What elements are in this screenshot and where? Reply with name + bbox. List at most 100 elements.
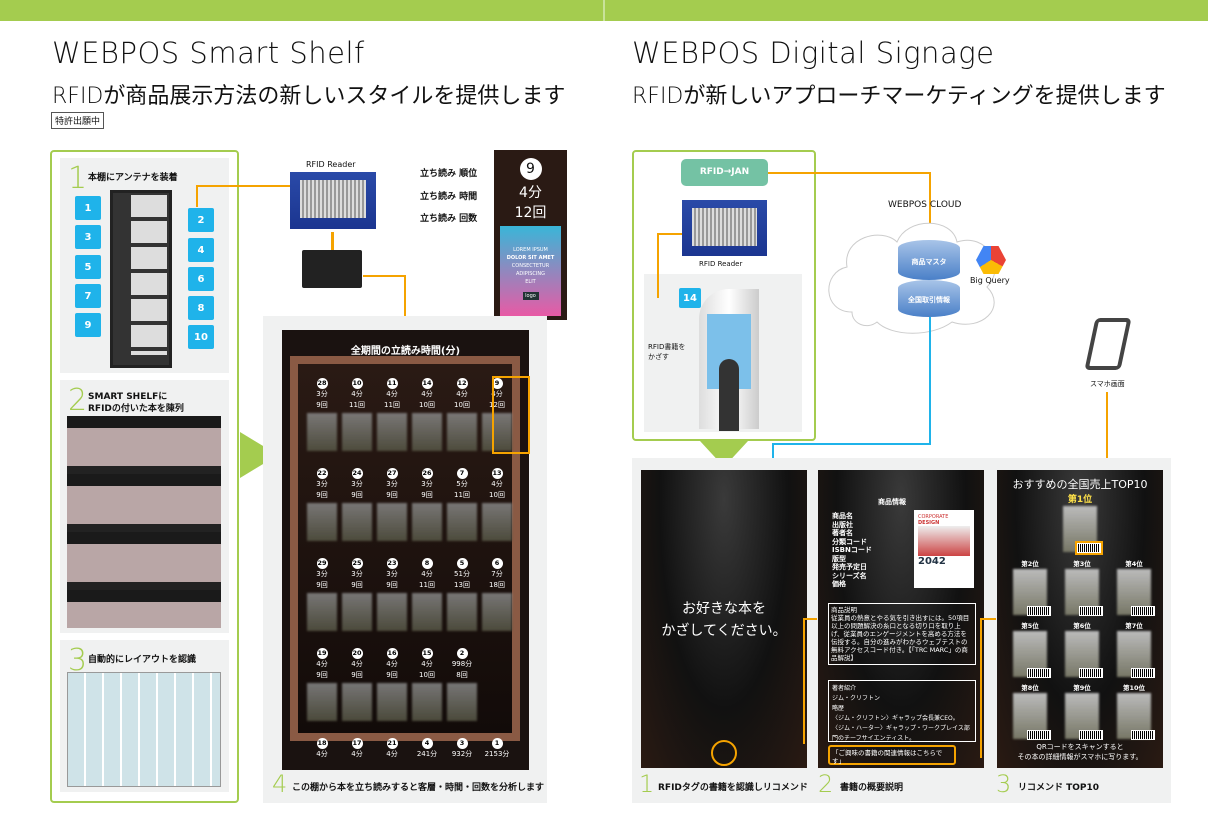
hold-here-indicator[interactable] <box>711 740 737 766</box>
read-time: 4分 <box>491 390 503 398</box>
rank-badge: 23 <box>386 558 398 569</box>
connector-line <box>657 233 682 235</box>
rank-badge: 18 <box>316 738 328 749</box>
top10-item[interactable]: 第2位 <box>1007 558 1053 616</box>
read-time: 4分 <box>456 390 468 398</box>
step-number: 3 <box>68 643 88 678</box>
barcode-icon <box>1027 606 1051 616</box>
barcode-icon <box>1079 668 1103 678</box>
barcode-icon <box>1075 541 1103 555</box>
rank-badge: 3 <box>456 738 468 749</box>
smart-shelf-photo <box>67 416 221 628</box>
patent-badge: 特許出願中 <box>51 112 105 129</box>
step-number: 3 <box>996 770 1012 798</box>
step-number: 2 <box>68 383 88 418</box>
count-value: 12回 <box>514 205 547 221</box>
rank-badge: 20 <box>351 648 363 659</box>
author-info: 著者紹介ジム・クリフトン略歴〈ジム・クリフトン〉ギャラップ会長兼CEO。〈ジム・… <box>828 680 976 742</box>
screen-1: お好きな本をかざしてください。 <box>641 470 807 768</box>
read-count: 8回 <box>456 671 468 679</box>
rank-badge: 26 <box>421 468 433 479</box>
highlight-box <box>492 376 530 454</box>
barcode-icon <box>1131 668 1155 678</box>
reader-panel <box>632 150 816 441</box>
top10-item[interactable]: 第4位 <box>1111 558 1157 616</box>
book-cover <box>307 593 337 631</box>
step-number: 2 <box>818 770 834 798</box>
top10-item[interactable]: 第6位 <box>1059 620 1105 678</box>
book-cover <box>447 503 477 541</box>
right-title: WEBPOS Digital Signage <box>632 36 995 70</box>
mini-pc-image <box>302 250 362 288</box>
time-value: 4分 <box>519 185 542 201</box>
step-label: 自動的にレイアウトを認識 <box>88 655 197 665</box>
read-time: 4分 <box>421 660 433 668</box>
book-cover <box>342 503 372 541</box>
top10-item[interactable]: 第3位 <box>1059 558 1105 616</box>
read-time: 3分 <box>386 480 398 488</box>
read-time: 3分 <box>316 570 328 578</box>
book-cover <box>482 413 512 451</box>
connector-line <box>363 275 405 277</box>
book-cover <box>447 683 477 721</box>
top10-item[interactable]: 第9位 <box>1059 682 1105 740</box>
antenna-tag: 4 <box>188 238 214 262</box>
top10-item[interactable]: 第10位 <box>1111 682 1157 740</box>
field-label: 価格 <box>832 580 846 588</box>
reader-label: RFID Reader <box>306 160 356 169</box>
step-number: 1 <box>68 161 88 196</box>
read-time: 4分 <box>386 750 398 758</box>
left-subtitle: RFIDが商品展示方法の新しいスタイルを提供します <box>52 84 566 109</box>
rank-badge: 17 <box>351 738 363 749</box>
read-count: 9回 <box>386 491 398 499</box>
field-label: 発売予定日 <box>832 563 867 571</box>
database-product-master: 商品マスタ <box>898 240 960 280</box>
book-cover <box>412 503 442 541</box>
related-info-link[interactable]: 「ご興味の書籍の関連情報はこちらです」 <box>828 745 956 765</box>
book-cover <box>412 413 442 451</box>
read-count: 9回 <box>386 671 398 679</box>
read-time: 4分 <box>386 390 398 398</box>
top10-item[interactable]: 第5位 <box>1007 620 1053 678</box>
top10-item[interactable]: 第1位 <box>1057 492 1103 555</box>
smartphone-icon <box>1084 318 1132 370</box>
rank-badge: 27 <box>386 468 398 479</box>
top10-item[interactable]: 第8位 <box>1007 682 1053 740</box>
top10-item[interactable]: 第7位 <box>1111 620 1157 678</box>
read-count: 11回 <box>384 401 400 409</box>
shelf-title: 全期間の立読み時間(分) <box>350 346 461 357</box>
